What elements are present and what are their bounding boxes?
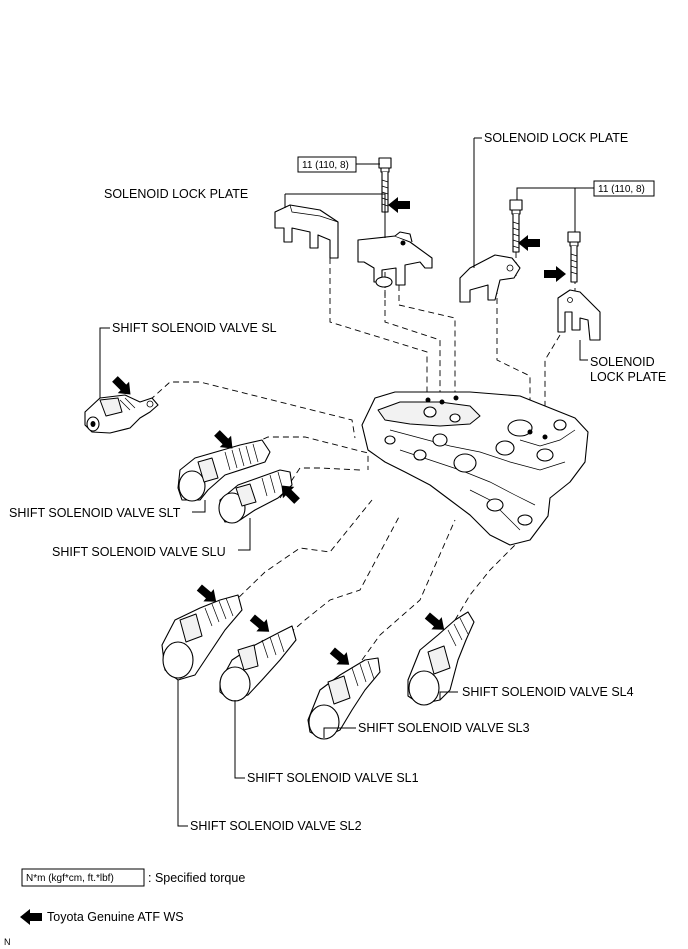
arrow-icon-slu: [281, 485, 300, 504]
solenoid-sl4: [407, 611, 475, 706]
solenoid-slt: [177, 439, 271, 502]
solenoid-sl: [84, 394, 159, 434]
arrow-icon-bolt-right: [544, 266, 566, 282]
lock-plate-right-a: [459, 254, 521, 303]
arrow-icon-sl2: [196, 584, 217, 602]
label-lock-plate-left: SOLENOID LOCK PLATE: [104, 187, 248, 201]
solenoid-sl1: [219, 625, 297, 702]
label-lock-plate-right-1: SOLENOID: [590, 355, 655, 369]
label-valve-slu: SHIFT SOLENOID VALVE SLU: [52, 545, 226, 559]
legend: N*m (kgf*cm, ft.*lbf) : Specified torque…: [20, 868, 245, 925]
torque-box-top: 11 (110, 8): [297, 156, 380, 173]
solenoid-slu: [218, 469, 293, 524]
legend-torque-unit: N*m (kgf*cm, ft.*lbf): [26, 873, 114, 884]
bolt-mid: [509, 199, 523, 253]
leader-lines: [99, 137, 588, 827]
lock-plate-right-b: [557, 289, 601, 341]
arrow-icon-bolt-top: [388, 197, 410, 213]
label-valve-sl3: SHIFT SOLENOID VALVE SL3: [358, 721, 530, 735]
legend-atf-desc: Toyota Genuine ATF WS: [47, 910, 184, 924]
torque-unit-box: [21, 868, 145, 887]
label-lock-plate-right-2: LOCK PLATE: [590, 370, 666, 384]
lock-plate-left-b: [357, 231, 433, 288]
label-valve-sl4: SHIFT SOLENOID VALVE SL4: [462, 685, 634, 699]
solenoid-sl2: [161, 594, 243, 681]
arrow-icon-legend: [20, 909, 42, 925]
arrow-icon-sl4: [424, 612, 445, 630]
torque-box-right: 11 (110, 8): [516, 180, 655, 232]
label-valve-sl1: SHIFT SOLENOID VALVE SL1: [247, 771, 419, 785]
arrow-icon-sl1: [249, 614, 270, 632]
arrow-icon-sl: [112, 376, 131, 395]
atf-arrows: [112, 197, 566, 665]
svg-text:11 (110, 8): 11 (110, 8): [598, 184, 645, 195]
valve-body: [361, 391, 589, 546]
bolt-right: [567, 231, 581, 283]
svg-text:11 (110, 8): 11 (110, 8): [302, 160, 349, 171]
solenoid-sl3: [307, 657, 381, 740]
arrow-icon-bolt-mid: [518, 235, 540, 251]
lock-plate-left-a: [274, 204, 339, 259]
legend-torque-desc: : Specified torque: [148, 871, 245, 885]
label-valve-sl: SHIFT SOLENOID VALVE SL: [112, 321, 277, 335]
arrow-icon-slt: [214, 430, 233, 449]
label-valve-slt: SHIFT SOLENOID VALVE SLT: [9, 506, 181, 520]
label-lock-plate-top: SOLENOID LOCK PLATE: [484, 131, 628, 145]
label-valve-sl2: SHIFT SOLENOID VALVE SL2: [190, 819, 362, 833]
corner-mark: N: [4, 937, 11, 947]
arrow-icon-sl3: [329, 647, 350, 665]
